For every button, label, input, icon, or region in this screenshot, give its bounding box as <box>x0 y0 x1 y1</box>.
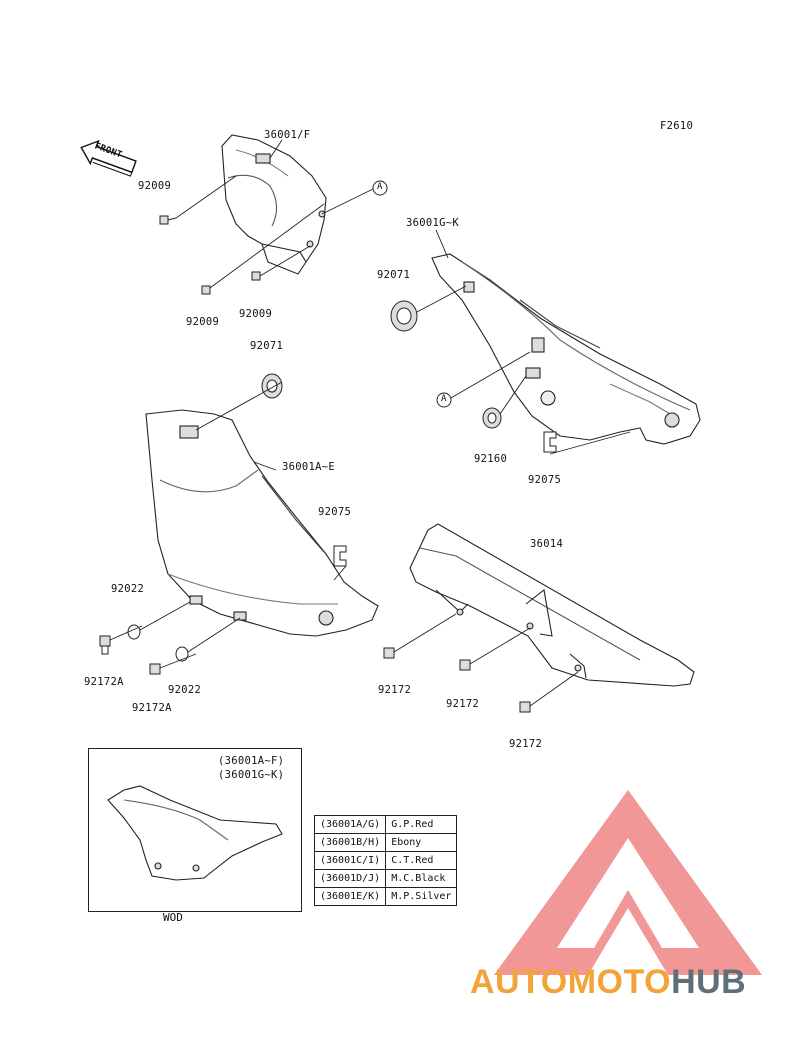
watermark-part2: HUB <box>671 963 747 1001</box>
label-92160: 92160 <box>474 453 508 465</box>
label-92071-left: 92071 <box>250 340 284 352</box>
color-code: (36001B/H) <box>313 833 387 852</box>
color-name: M.P.Silver <box>385 887 458 906</box>
label-92075-left: 92075 <box>318 506 352 518</box>
color-name: Ebony <box>385 833 458 852</box>
color-code: (36001A/G) <box>313 815 387 834</box>
watermark-logo <box>494 790 762 975</box>
label-36001AE: 36001A~E <box>282 461 335 473</box>
table-row: (36001A/G)G.P.Red <box>313 815 458 834</box>
screw-92009-br <box>251 271 261 281</box>
inset-line-1: (36001A~F) <box>218 755 285 767</box>
color-table: (36001A/G)G.P.Red (36001B/H)Ebony (36001… <box>313 815 458 906</box>
color-code: (36001C/I) <box>313 851 387 870</box>
washer-92022-bottom <box>175 646 189 662</box>
bolt-92172A-left <box>99 635 111 655</box>
ref-circle-a-top <box>372 180 388 196</box>
leader-lines <box>109 139 631 707</box>
label-92172-3: 92172 <box>509 738 543 750</box>
part-36001GK-cover <box>431 253 701 445</box>
ref-circle-a-right <box>436 392 452 408</box>
label-92009-bl: 92009 <box>186 316 220 328</box>
screw-92009-top <box>159 215 177 225</box>
table-row: (36001E/K)M.P.Silver <box>313 887 458 906</box>
label-36001GK: 36001G~K <box>406 217 459 229</box>
part-36001AE-cover <box>145 409 379 637</box>
grommet-92071-right <box>390 300 418 332</box>
front-arrow-icon <box>80 139 137 177</box>
color-code: (36001E/K) <box>313 887 387 906</box>
inset-model-label: WOD <box>163 911 183 924</box>
clip-92075-right <box>543 431 557 453</box>
table-row: (36001B/H)Ebony <box>313 833 458 852</box>
color-name: M.C.Black <box>385 869 458 888</box>
inset-cover-drawing <box>107 785 283 881</box>
bolt-92172-2 <box>459 659 471 671</box>
label-36001F: 36001/F <box>264 129 311 141</box>
table-row: (36001C/I)C.T.Red <box>313 851 458 870</box>
label-36014: 36014 <box>530 538 564 550</box>
color-name: C.T.Red <box>385 851 458 870</box>
label-92172-2: 92172 <box>446 698 480 710</box>
label-92172-1: 92172 <box>378 684 412 696</box>
color-code: (36001D/J) <box>313 869 387 888</box>
ref-a-right: A <box>441 394 447 404</box>
watermark-text: AUTOMOTOHUB <box>470 963 746 1002</box>
bolt-92172-1 <box>383 647 395 659</box>
label-92172A-mid: 92172A <box>132 702 172 714</box>
label-92009-br: 92009 <box>239 308 273 320</box>
label-92009-top: 92009 <box>138 180 172 192</box>
screw-92009-bl <box>201 285 211 295</box>
watermark-part1: AUTOMOTO <box>470 963 672 1001</box>
label-92022-bottom: 92022 <box>168 684 202 696</box>
clip-92075-left <box>333 545 347 567</box>
color-name: G.P.Red <box>385 815 458 834</box>
bolt-92172A-mid <box>149 663 161 675</box>
table-row: (36001D/J)M.C.Black <box>313 869 458 888</box>
inset-box <box>88 748 302 912</box>
small-parts <box>99 180 557 713</box>
washer-92022-top <box>127 624 141 640</box>
label-92075-right: 92075 <box>528 474 562 486</box>
part-36014-chain-cover <box>409 523 695 687</box>
label-92172A-left: 92172A <box>84 676 124 688</box>
ref-a-top: A <box>377 182 383 192</box>
figure-code: F2610 <box>660 120 694 132</box>
label-92022-top: 92022 <box>111 583 145 595</box>
label-92071-right: 92071 <box>377 269 411 281</box>
inset-line-2: (36001G~K) <box>218 769 285 781</box>
part-36001F-cover <box>221 134 327 275</box>
bolt-92172-3 <box>519 701 531 713</box>
damper-92160 <box>482 407 502 429</box>
grommet-92071-left <box>261 373 283 399</box>
